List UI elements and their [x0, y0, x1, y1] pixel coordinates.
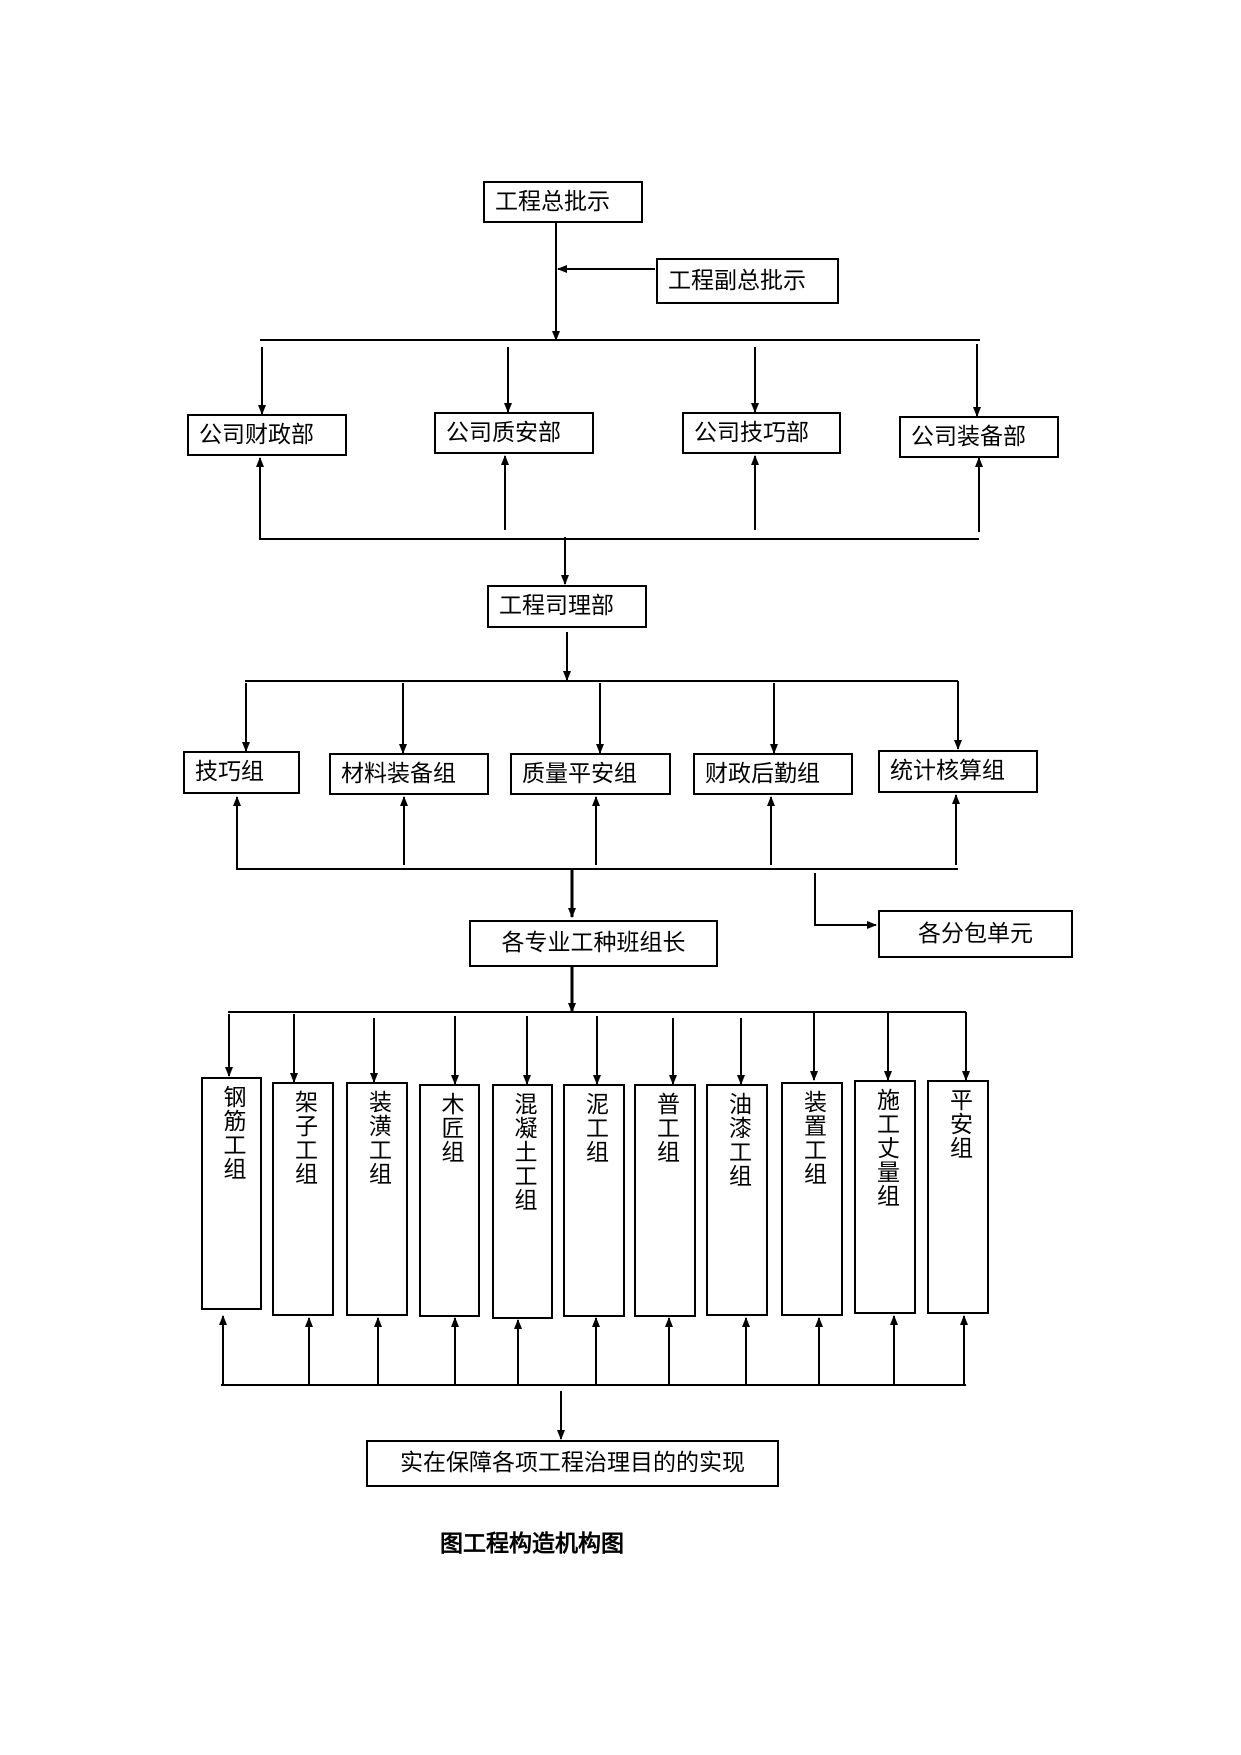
node-project-dept: 工程司理部	[487, 585, 647, 628]
work-group-9: 施工丈量组	[854, 1080, 916, 1314]
node-deputy-manager: 工程副总批示	[656, 258, 839, 304]
work-group-6: 普工组	[634, 1084, 696, 1317]
node-accounting-group: 统计核算组	[878, 750, 1038, 793]
work-group-3: 木匠组	[419, 1084, 480, 1317]
work-group-4: 混凝土工组	[492, 1084, 553, 1319]
work-group-label: 施工丈量组	[872, 1088, 899, 1208]
node-team-leaders: 各专业工种班组长	[469, 920, 718, 967]
work-group-7: 油漆工组	[706, 1084, 768, 1316]
work-group-label: 钢筋工组	[219, 1085, 245, 1181]
work-group-10: 平安组	[927, 1080, 989, 1314]
work-group-label: 泥工组	[581, 1092, 608, 1164]
work-group-label: 装潢工组	[364, 1090, 391, 1186]
work-group-label: 装置工组	[799, 1090, 826, 1186]
node-subcontract-units: 各分包单元	[878, 910, 1073, 958]
work-group-0: 钢筋工组	[201, 1077, 262, 1310]
work-group-2: 装潢工组	[346, 1082, 408, 1316]
node-general-manager: 工程总批示	[483, 181, 643, 223]
node-logistics-group: 财政后勤组	[693, 753, 853, 795]
node-quality-safety-dept: 公司质安部	[434, 412, 594, 454]
work-group-label: 油漆工组	[724, 1092, 751, 1188]
work-group-label: 普工组	[652, 1092, 679, 1164]
work-group-5: 泥工组	[563, 1084, 625, 1317]
node-materials-group: 材料装备组	[329, 753, 489, 795]
work-group-label: 平安组	[945, 1088, 972, 1160]
diagram-caption: 图工程构造机构图	[440, 1530, 624, 1557]
node-equipment-dept: 公司装备部	[899, 416, 1059, 458]
work-group-label: 架子工组	[290, 1090, 317, 1186]
node-tech-group: 技巧组	[183, 751, 300, 794]
node-tech-dept: 公司技巧部	[682, 412, 841, 454]
work-group-label: 混凝土工组	[510, 1092, 536, 1212]
work-group-label: 木匠组	[437, 1092, 463, 1164]
work-group-8: 装置工组	[781, 1082, 843, 1316]
work-group-1: 架子工组	[272, 1082, 334, 1316]
node-quality-safety-group: 质量平安组	[510, 753, 671, 795]
node-goal: 实在保障各项工程治理目的的实现	[366, 1440, 779, 1487]
node-finance-dept: 公司财政部	[187, 414, 347, 456]
